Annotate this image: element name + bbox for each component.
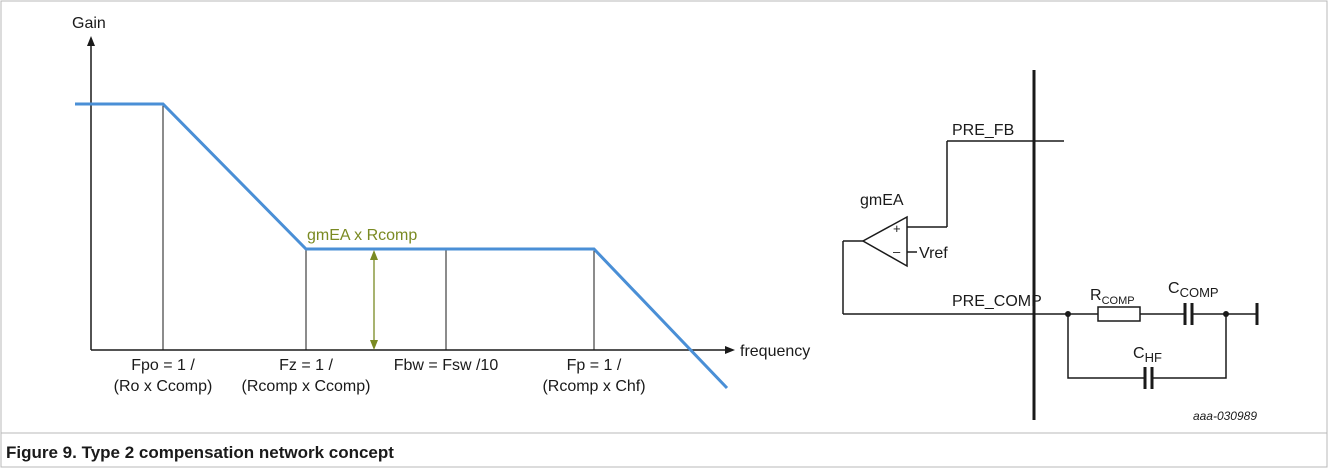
rcomp-label-main: R	[1090, 287, 1102, 304]
bode-plot: Gain frequency gmEA x Rcomp Fpo = 1 / (R…	[72, 15, 810, 395]
x-axis-arrowhead	[725, 346, 735, 354]
tick-fz-line1: Fz = 1 /	[279, 357, 333, 374]
rcomp-label: RCOMP	[1090, 287, 1135, 307]
tick-fz-line2: (Rcomp x Ccomp)	[242, 378, 371, 395]
amp-minus-sign: –	[893, 244, 901, 259]
rcomp-label-sub: COMP	[1102, 295, 1135, 307]
tick-fp-line1: Fp = 1 /	[567, 357, 622, 374]
ccomp-label: CCOMP	[1168, 280, 1219, 300]
rcomp-resistor	[1097, 306, 1141, 322]
figure-caption: Figure 9. Type 2 compensation network co…	[6, 443, 394, 462]
chf-label-sub: HF	[1145, 350, 1162, 365]
tick-fpo-line2: (Ro x Ccomp)	[114, 378, 213, 395]
chf-branch-right	[1152, 314, 1227, 379]
figure-reference-id: aaa-030989	[1193, 409, 1257, 423]
plateau-arrow-bottom	[370, 340, 378, 350]
chf-label: CHF	[1133, 345, 1162, 365]
chf-branch-left	[1067, 314, 1145, 379]
gain-curve	[75, 102, 729, 390]
compensation-schematic: PRE_FB gmEA + – Vref PRE_COMP RCOMP CCOM…	[842, 70, 1259, 423]
gmea-label: gmEA	[860, 192, 904, 209]
ccomp-label-main: C	[1168, 280, 1180, 297]
tick-fpo-line1: Fpo = 1 /	[131, 357, 195, 374]
gmea-amplifier-symbol	[861, 215, 908, 268]
vref-label: Vref	[919, 245, 948, 262]
pre-fb-label: PRE_FB	[952, 122, 1014, 139]
plateau-label: gmEA x Rcomp	[307, 227, 417, 244]
chf-label-main: C	[1133, 345, 1145, 362]
x-axis-label: frequency	[740, 343, 810, 360]
y-axis-arrowhead	[87, 36, 95, 46]
plateau-arrow-top	[370, 250, 378, 260]
tick-fbw-line1: Fbw = Fsw /10	[394, 357, 499, 374]
tick-fp-line2: (Rcomp x Chf)	[542, 378, 645, 395]
pre-comp-label: PRE_COMP	[952, 293, 1042, 310]
amp-plus-sign: +	[893, 221, 901, 236]
ccomp-label-sub: COMP	[1180, 285, 1219, 300]
y-axis-label: Gain	[72, 15, 106, 32]
